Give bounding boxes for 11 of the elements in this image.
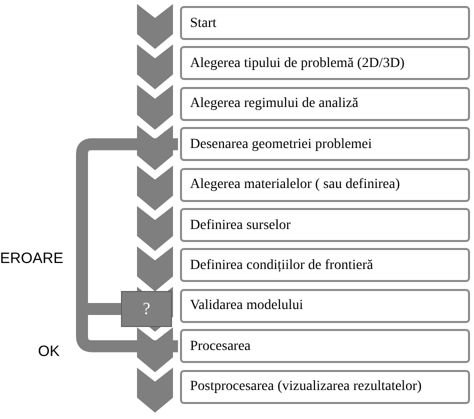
process-box: Alegerea regimului de analiză <box>180 86 470 121</box>
process-box: Postprocesarea (vizualizarea rezultatelor) <box>180 370 470 404</box>
process-box: Definirea condițiilor de frontieră <box>180 248 470 282</box>
decision-box: ? <box>121 291 172 327</box>
process-box: Validarea modelului <box>180 288 470 323</box>
process-box: Procesarea <box>180 329 470 364</box>
process-box: Start <box>180 6 470 40</box>
process-box: Desenarea geometriei problemei <box>180 127 470 162</box>
process-box: Alegerea tipului de problemă (2D/3D) <box>180 46 470 80</box>
process-box: Definirea surselor <box>180 208 470 242</box>
process-box: Alegerea materialelor ( sau definirea) <box>180 168 470 202</box>
